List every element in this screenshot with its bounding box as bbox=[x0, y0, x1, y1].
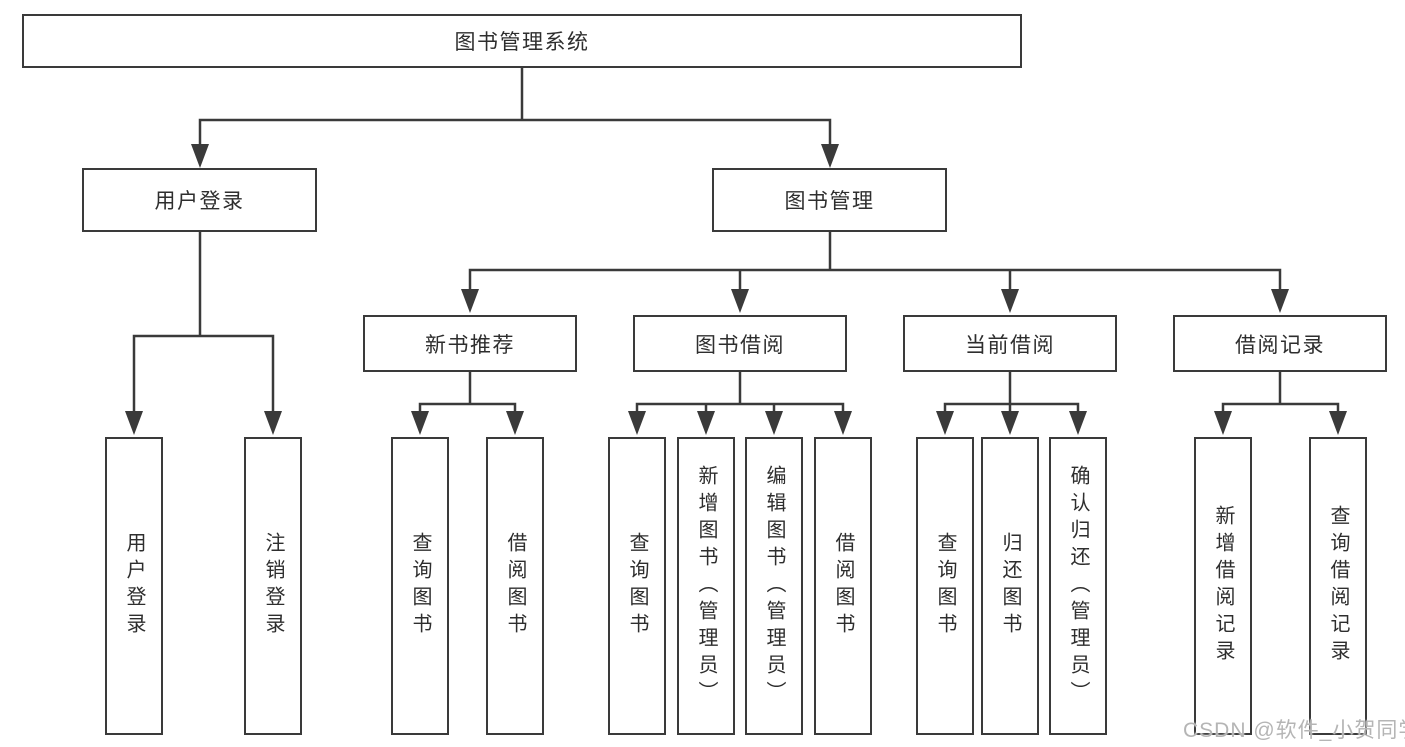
arrowheads bbox=[125, 144, 1347, 435]
csdn-watermark: CSDN @软件_小贺同学 bbox=[1183, 719, 1405, 742]
leaf-newbook-borrow-label: 借阅图书 bbox=[504, 532, 526, 640]
leaf-user-login-label: 用户登录 bbox=[123, 532, 145, 640]
leaf-current-return: 归还图书 bbox=[981, 437, 1039, 735]
leaf-current-confirm-admin-label: 确认归还（管理员） bbox=[1067, 464, 1089, 708]
node-borrow-records: 借阅记录 bbox=[1173, 315, 1387, 372]
leaf-newbook-borrow: 借阅图书 bbox=[486, 437, 544, 735]
leaf-logout: 注销登录 bbox=[244, 437, 302, 735]
node-user-login: 用户登录 bbox=[82, 168, 317, 232]
node-borrow-records-label: 借阅记录 bbox=[1235, 333, 1325, 357]
node-new-book-recommend-label: 新书推荐 bbox=[425, 333, 515, 357]
leaf-newbook-query-label: 查询图书 bbox=[409, 532, 431, 640]
leaf-current-query: 查询图书 bbox=[916, 437, 974, 735]
node-book-borrow: 图书借阅 bbox=[633, 315, 847, 372]
node-user-login-label: 用户登录 bbox=[154, 190, 245, 213]
node-book-management: 图书管理 bbox=[712, 168, 947, 232]
node-book-borrow-label: 图书借阅 bbox=[695, 333, 785, 357]
node-book-management-label: 图书管理 bbox=[784, 190, 875, 213]
leaf-logout-label: 注销登录 bbox=[262, 532, 284, 640]
leaf-current-confirm-admin: 确认归还（管理员） bbox=[1049, 437, 1107, 735]
leaf-borrow-add-admin-label: 新增图书（管理员） bbox=[695, 464, 717, 708]
leaf-user-login: 用户登录 bbox=[105, 437, 163, 735]
node-new-book-recommend: 新书推荐 bbox=[363, 315, 577, 372]
leaf-borrow-book-label: 借阅图书 bbox=[832, 532, 854, 640]
leaf-record-query-label: 查询借阅记录 bbox=[1327, 505, 1349, 667]
node-current-borrow-label: 当前借阅 bbox=[965, 333, 1055, 357]
leaf-borrow-add-admin: 新增图书（管理员） bbox=[677, 437, 735, 735]
leaf-current-query-label: 查询图书 bbox=[934, 532, 956, 640]
leaf-borrow-edit-admin-label: 编辑图书（管理员） bbox=[763, 464, 785, 708]
node-current-borrow: 当前借阅 bbox=[903, 315, 1117, 372]
leaf-current-return-label: 归还图书 bbox=[999, 532, 1021, 640]
leaf-borrow-query: 查询图书 bbox=[608, 437, 666, 735]
leaf-borrow-book: 借阅图书 bbox=[814, 437, 872, 735]
leaf-borrow-query-label: 查询图书 bbox=[626, 532, 648, 640]
leaf-record-query: 查询借阅记录 bbox=[1309, 437, 1367, 735]
leaf-record-add-label: 新增借阅记录 bbox=[1212, 505, 1234, 667]
node-root: 图书管理系统 bbox=[22, 14, 1022, 68]
leaf-newbook-query: 查询图书 bbox=[391, 437, 449, 735]
node-root-label: 图书管理系统 bbox=[454, 31, 590, 54]
leaf-borrow-edit-admin: 编辑图书（管理员） bbox=[745, 437, 803, 735]
leaf-record-add: 新增借阅记录 bbox=[1194, 437, 1252, 735]
